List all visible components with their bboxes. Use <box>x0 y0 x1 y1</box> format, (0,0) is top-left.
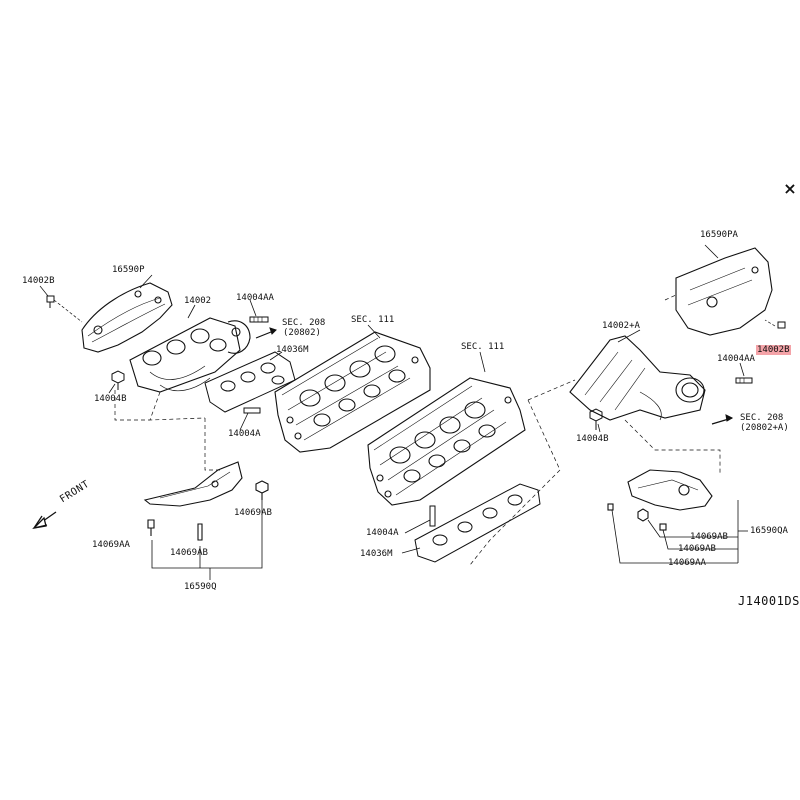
callout-14002a: 14002+A <box>602 321 640 331</box>
callout-14069ab-left: 14069AB <box>234 508 272 518</box>
leader-16590q <box>151 500 263 580</box>
arrow-sec208-left <box>255 327 277 339</box>
heat-shield-16590q <box>143 461 269 541</box>
nut-14004b-right <box>589 408 603 430</box>
front-arrow-icon <box>32 511 57 529</box>
callout-14004b-left: 14004B <box>94 394 127 404</box>
callout-14002b-left: 14002B <box>22 276 55 286</box>
callout-14004aa-left: 14004AA <box>236 293 274 303</box>
gasket-14036m-left <box>204 351 296 414</box>
exhaust-manifold-14002a <box>569 335 706 421</box>
callout-14004aa-right: 14004AA <box>717 354 755 364</box>
callout-sec208-right: SEC. 208 <box>740 413 784 423</box>
callout-14069aa-left: 14069AA <box>92 540 130 550</box>
callout-14004a-mid: 14004A <box>366 528 399 538</box>
callout-sec208-left: SEC. 208 <box>282 318 326 328</box>
cylinder-head-left <box>274 331 431 453</box>
callout-16590p: 16590P <box>112 265 145 275</box>
callout-14004a-left: 14004A <box>228 429 261 439</box>
callout-14002: 14002 <box>184 296 212 306</box>
callout-14002b-right: 14002B <box>756 345 791 355</box>
gasket-14036m-mid <box>414 483 541 563</box>
bolt-14002b-left <box>39 285 83 323</box>
callout-14069ab-left-2: 14069AB <box>170 548 208 558</box>
leader-16590qa <box>611 500 748 564</box>
leader-mid <box>108 244 745 554</box>
exhaust-manifold-14002 <box>129 317 251 393</box>
callout-16590qa: 16590QA <box>750 526 788 536</box>
cylinder-head-right <box>367 377 526 506</box>
arrow-sec208-right <box>711 414 734 425</box>
bolt-14002b-right <box>764 319 786 329</box>
callout-14004b-right: 14004B <box>576 434 609 444</box>
guide-lines-left <box>114 390 220 471</box>
callout-sec111-left: SEC. 111 <box>351 315 395 325</box>
heat-shield-16590pa <box>675 247 773 336</box>
callout-sec208-left-ref: (20802) <box>283 328 321 338</box>
callout-14036m-left: 14036M <box>276 345 309 355</box>
callout-sec208-right-ref: (20802+A) <box>740 423 789 433</box>
callout-16590pa: 16590PA <box>700 230 738 240</box>
callout-sec111-right: SEC. 111 <box>461 342 505 352</box>
stud-14004aa-right <box>735 377 753 384</box>
stud-14004aa-left <box>249 316 269 323</box>
heat-shield-16590p <box>81 282 173 353</box>
callout-14069aa-right: 14069AA <box>668 558 706 568</box>
heat-shield-16590qa <box>607 469 713 531</box>
guide-lines-right <box>469 294 721 566</box>
callout-16590q: 16590Q <box>184 582 217 592</box>
diagram-code: J14001DS <box>738 594 800 608</box>
nut-14004b-left <box>111 370 125 390</box>
callout-14069ab-right-2: 14069AB <box>678 544 716 554</box>
close-icon[interactable]: × <box>783 179 797 198</box>
callout-14036m-mid: 14036M <box>360 549 393 559</box>
callout-14069ab-right-1: 14069AB <box>690 532 728 542</box>
